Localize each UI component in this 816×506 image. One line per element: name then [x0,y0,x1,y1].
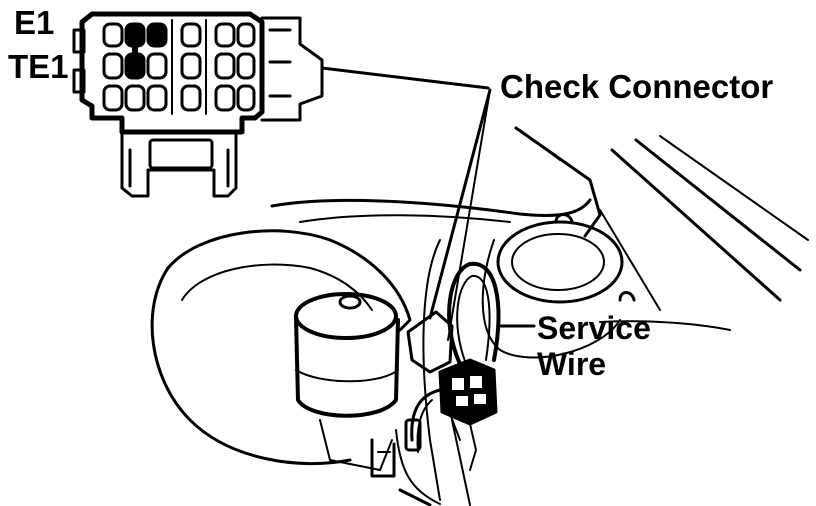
service-wire-label: Service [537,310,651,346]
engine-bay [150,126,809,506]
check-connector-leader-2 [447,89,491,341]
inset-leader [320,66,490,90]
e1-label: E1 [14,4,55,41]
check-connector-leader [428,88,492,320]
te1-label: TE1 [8,48,69,85]
service-wire-label-2: Wire [537,346,607,382]
check-connector-label: Check Connector [500,68,774,105]
connector-inset [72,11,324,198]
check-connector-assembly [404,261,536,471]
